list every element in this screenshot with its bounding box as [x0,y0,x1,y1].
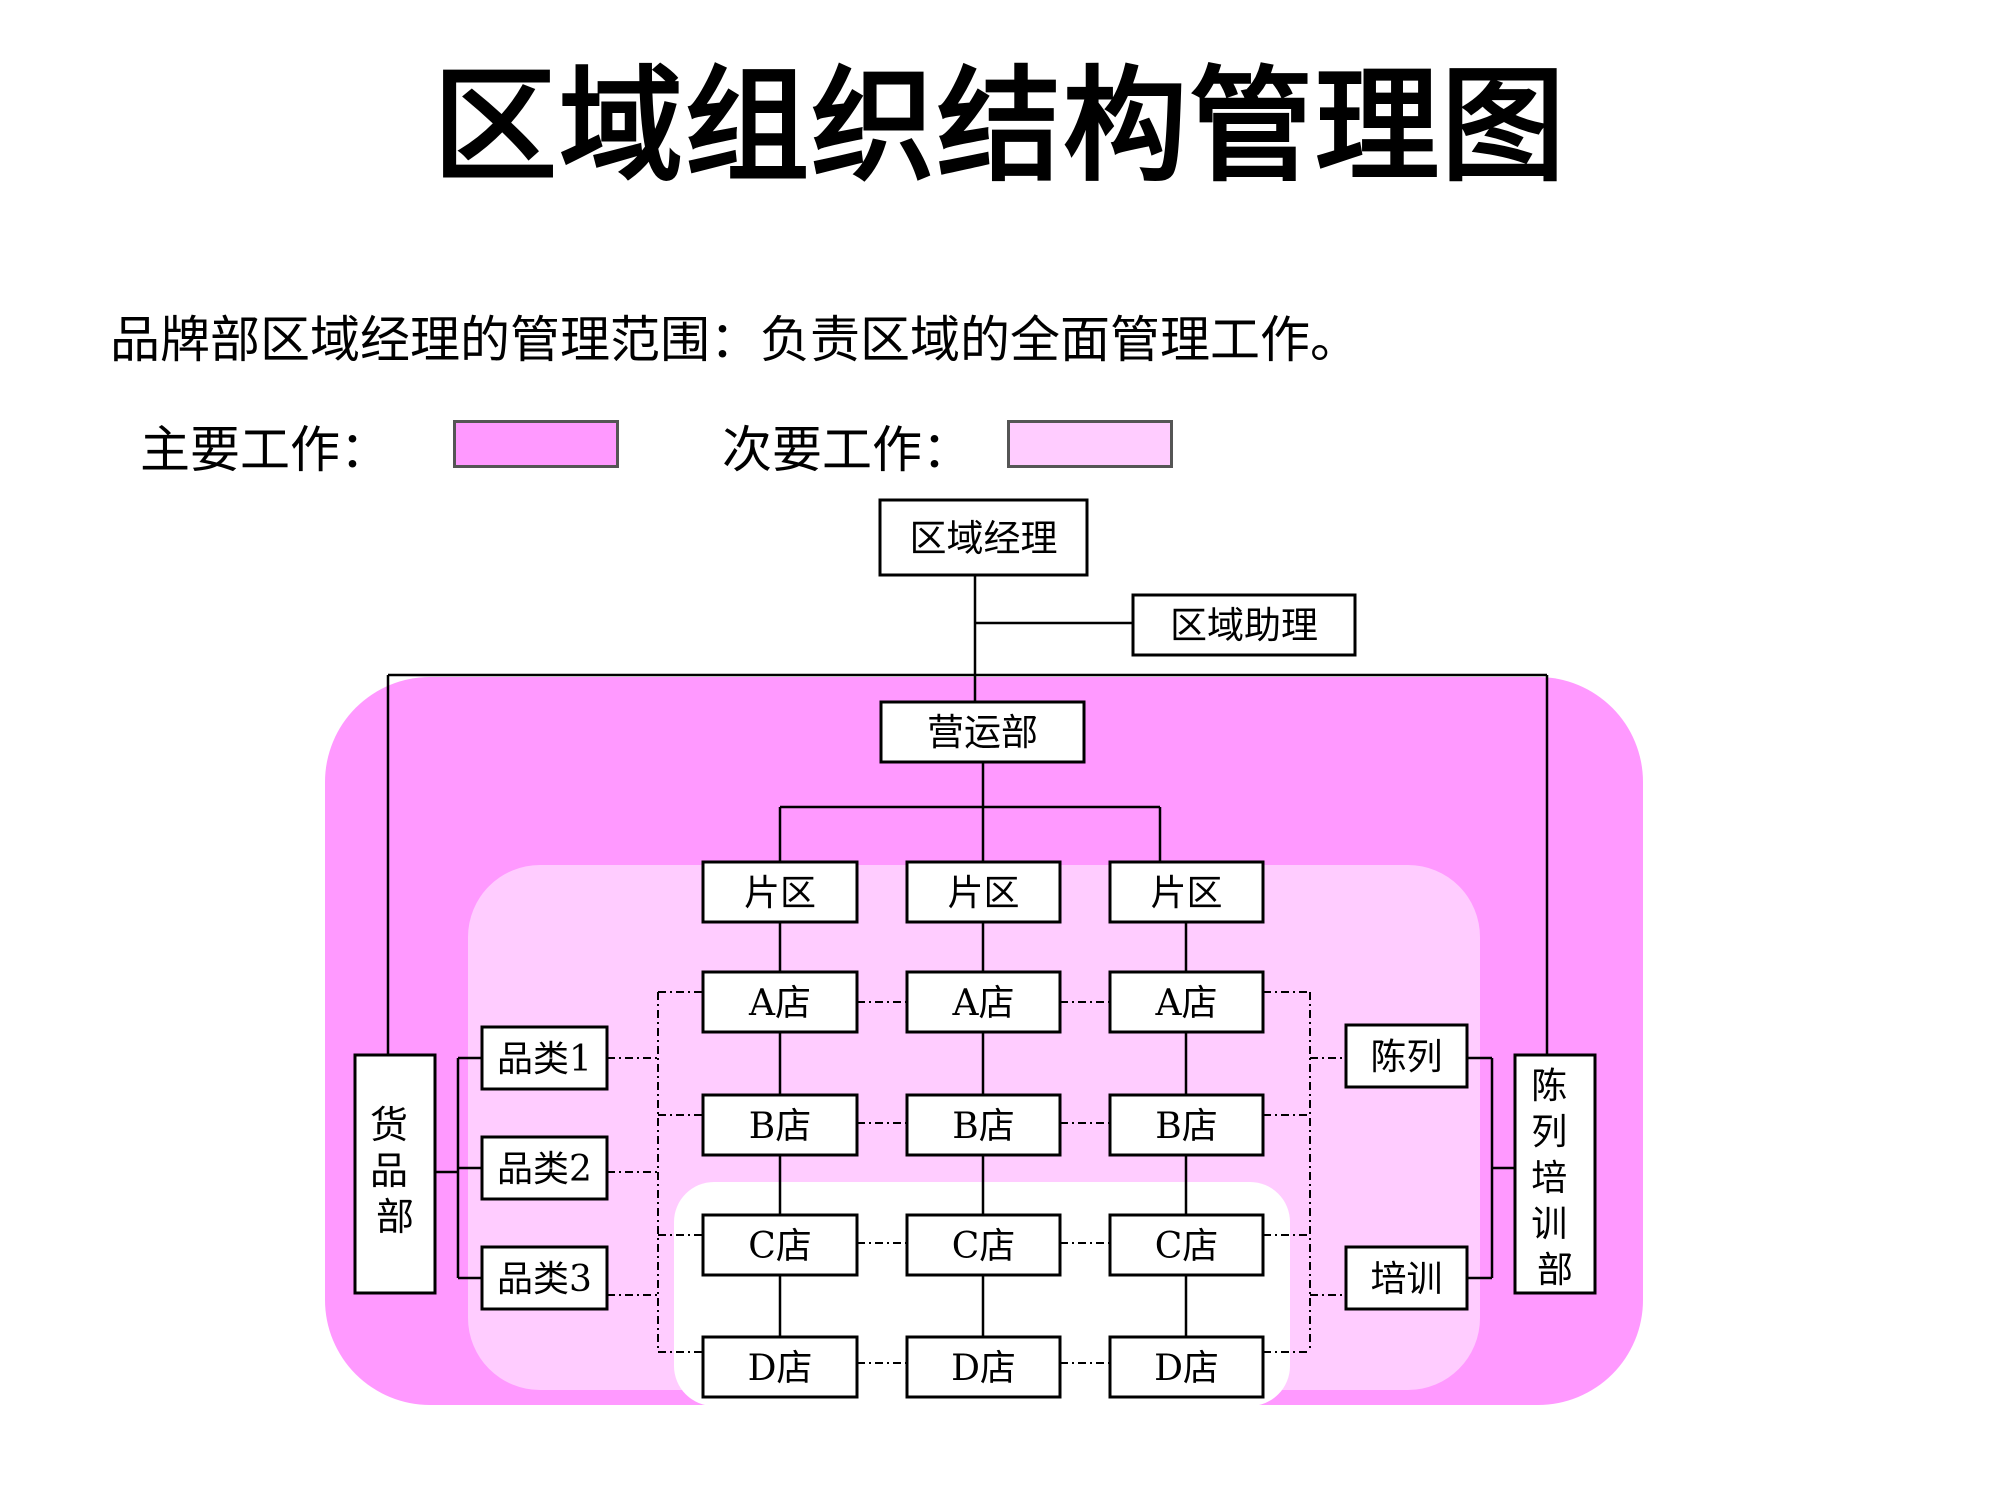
store-node: A店 [905,970,1062,1034]
display-training-department-label: 陈 列 培 训 部 [1531,1066,1578,1291]
operations-node: 营运部 [879,700,1086,764]
operations-label: 营运部 [927,711,1038,754]
training-node: 培训 [1344,1245,1469,1311]
store-c1-label: C店 [748,1226,812,1267]
goods-department-label: 货 品 部 [370,1103,420,1239]
store-a2-label: A店 [952,983,1015,1024]
store-node: C店 [701,1213,859,1277]
store-node: D店 [905,1335,1062,1399]
display-node: 陈列 [1344,1023,1469,1089]
dashed-connectors [607,991,1346,1364]
manager-label: 区域经理 [910,517,1058,560]
category-1-label: 品类1 [497,1039,592,1080]
category-node: 品类2 [480,1135,609,1201]
district-node: 片区 [701,860,859,924]
category-2-label: 品类2 [497,1149,592,1190]
display-training-department-node: 陈 列 培 训 部 [1513,1053,1597,1295]
page-title: 区域组织结构管理图 [432,55,1567,199]
legend-primary-label: 主要工作： [140,421,390,479]
goods-department-node: 货 品 部 [353,1053,437,1295]
assistant-label: 区域助理 [1170,604,1318,647]
store-d3-label: D店 [1154,1348,1219,1389]
nodes: 区域经理 区域助理 营运部 片区 片区 片区 [353,498,1597,1399]
district-node: 片区 [1108,860,1265,924]
category-node: 品类1 [480,1025,609,1091]
category-node: 品类3 [480,1245,609,1311]
legend-secondary-label: 次要工作： [722,421,972,479]
subtitle: 品牌部区域经理的管理范围：负责区域的全面管理工作。 [110,311,1360,369]
store-node: B店 [905,1093,1062,1157]
district-2-label: 片区 [947,873,1019,914]
store-a1-label: A店 [748,983,811,1024]
store-node: B店 [701,1093,859,1157]
category-3-label: 品类3 [497,1259,592,1300]
legend-secondary-swatch [1007,420,1173,468]
store-a3-label: A店 [1155,983,1218,1024]
assistant-node: 区域助理 [1131,593,1357,657]
display-label: 陈列 [1370,1037,1442,1078]
store-node: B店 [1108,1093,1265,1157]
manager-node: 区域经理 [878,498,1089,577]
store-node: C店 [905,1213,1062,1277]
legend-primary-swatch [453,420,619,468]
store-b3-label: B店 [1155,1106,1217,1147]
store-node: D店 [701,1335,859,1399]
district-1-label: 片区 [744,873,816,914]
store-b1-label: B店 [749,1106,811,1147]
store-node: D店 [1108,1335,1265,1399]
training-label: 培训 [1370,1259,1442,1300]
store-d1-label: D店 [748,1348,813,1389]
store-node: A店 [701,970,859,1034]
store-node: A店 [1108,970,1265,1034]
district-3-label: 片区 [1150,873,1222,914]
store-c3-label: C店 [1155,1226,1219,1267]
store-b2-label: B店 [952,1106,1014,1147]
district-node: 片区 [905,860,1062,924]
store-d2-label: D店 [951,1348,1016,1389]
store-c2-label: C店 [952,1226,1016,1267]
store-node: C店 [1108,1213,1265,1277]
